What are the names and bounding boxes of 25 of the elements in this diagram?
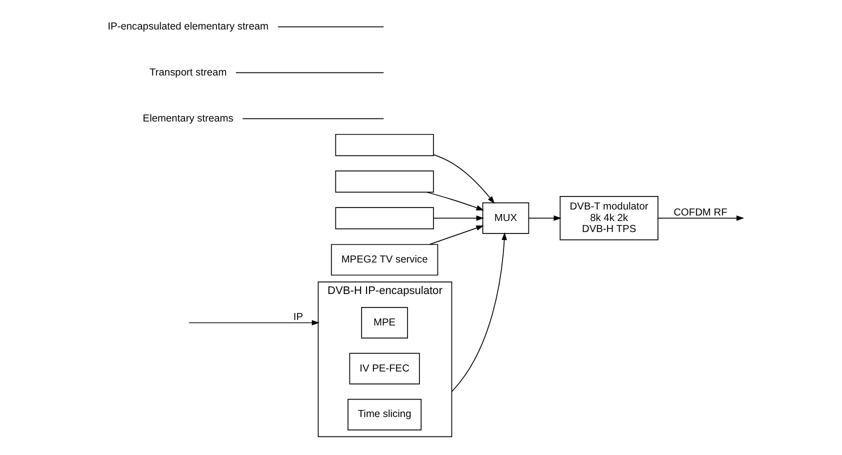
node-box: MUX <box>482 202 530 234</box>
node-box: DVB-T modulator 8k 4k 2k DVB-H TPS <box>560 196 658 240</box>
connector <box>242 118 384 120</box>
node-box: Time slicing <box>348 398 422 430</box>
edge-label: IP <box>293 312 304 323</box>
node-box: MPEG2 TV service <box>330 244 438 276</box>
node-box <box>335 134 434 156</box>
node-box <box>335 207 434 230</box>
arrow <box>433 215 484 221</box>
node-text: Transport stream <box>150 67 227 78</box>
arrow <box>433 154 495 204</box>
edge-label: COFDM RF <box>674 207 728 218</box>
connector <box>278 26 384 28</box>
node-box <box>335 170 434 193</box>
arrow <box>188 320 320 326</box>
arrow <box>451 232 507 392</box>
arrow <box>426 192 484 210</box>
arrow <box>658 215 744 221</box>
connector <box>235 72 384 74</box>
node-box: MPE <box>361 307 408 338</box>
node-text: IP-encapsulated elementary stream <box>108 21 269 32</box>
arrow <box>528 215 562 221</box>
node-text: Elementary streams <box>142 113 234 124</box>
arrow <box>429 225 484 245</box>
node-box: IV PE-FEC <box>349 352 420 384</box>
